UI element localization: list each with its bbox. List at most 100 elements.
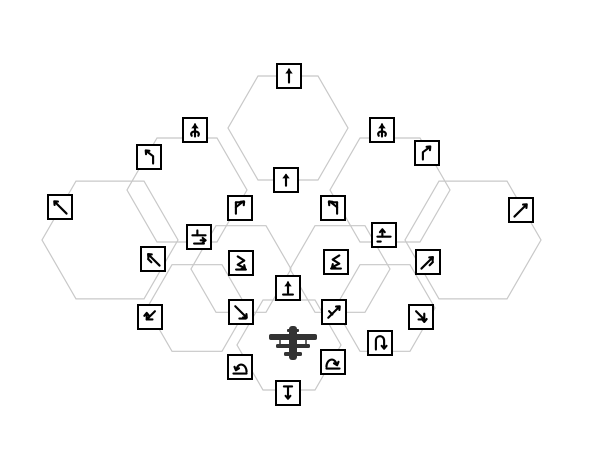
turn-right-arrow-icon <box>513 203 528 218</box>
hex-cell <box>329 137 451 243</box>
diagonal-arrow-icon <box>234 305 248 320</box>
card-hit-area[interactable] <box>48 195 72 219</box>
card-hit-area[interactable] <box>274 168 298 192</box>
card-hit-area[interactable] <box>370 118 394 142</box>
card-hit-area[interactable] <box>322 300 346 324</box>
hook-left-arrow-icon <box>143 310 156 321</box>
card-left-shift[interactable] <box>186 224 212 250</box>
card-bottom-down[interactable] <box>275 380 301 406</box>
hex-cell <box>126 137 248 243</box>
card-right-wide-turn[interactable] <box>415 249 441 275</box>
card-upper-right-loop[interactable] <box>369 117 395 143</box>
turn-left-arrow-icon <box>53 200 68 215</box>
hex-cell <box>227 75 349 181</box>
straight-arrow-down-icon <box>282 385 294 400</box>
card-hit-area[interactable] <box>187 225 211 249</box>
card-frame <box>137 304 163 330</box>
hex-cell <box>190 225 292 313</box>
card-frame <box>227 354 253 380</box>
card-top-straight[interactable] <box>276 63 302 89</box>
u-turn-arrow-icon <box>374 335 388 351</box>
card-hit-area[interactable] <box>324 250 348 274</box>
card-bottom-right-spin[interactable] <box>320 349 346 375</box>
card-frame <box>227 195 253 221</box>
straight-arrow-up-icon <box>282 173 290 187</box>
card-hit-area[interactable] <box>409 305 433 329</box>
card-lower-left-hook[interactable] <box>137 304 163 330</box>
hex-cell <box>404 180 542 300</box>
card-hit-area[interactable] <box>509 198 533 222</box>
card-hit-area[interactable] <box>228 355 252 379</box>
card-hit-area[interactable] <box>321 350 345 374</box>
card-left-bank-left[interactable] <box>136 144 162 170</box>
zigzag-arrow-icon <box>235 255 247 271</box>
card-frame <box>320 349 346 375</box>
hook-right-arrow-icon <box>415 310 428 323</box>
shift-left-arrow-icon <box>376 228 392 243</box>
card-hit-area[interactable] <box>415 141 439 165</box>
hex-cell <box>289 225 391 313</box>
card-lower-right-hook[interactable] <box>408 304 434 330</box>
card-hit-area[interactable] <box>141 247 165 271</box>
card-center-straight[interactable] <box>273 167 299 193</box>
card-left-wide-turn[interactable] <box>140 246 166 272</box>
card-hit-area[interactable] <box>276 276 300 300</box>
card-hit-area[interactable] <box>372 223 396 247</box>
wide-turn-right-arrow-icon <box>420 256 434 270</box>
card-left-zigzag[interactable] <box>228 250 254 276</box>
card-hit-area[interactable] <box>321 196 345 220</box>
card-hit-area[interactable] <box>229 251 253 275</box>
card-frame <box>276 63 302 89</box>
card-right-bank-right[interactable] <box>414 140 440 166</box>
card-inner-left-sideslip[interactable] <box>227 195 253 221</box>
wide-turn-left-arrow-icon <box>147 253 161 267</box>
shift-right-arrow-icon <box>191 229 207 245</box>
card-far-right-turn[interactable] <box>508 197 534 223</box>
card-hit-area[interactable] <box>228 196 252 220</box>
card-hit-area[interactable] <box>276 381 300 405</box>
card-frame <box>414 140 440 166</box>
bank-left-arrow-icon <box>144 149 155 165</box>
biplane-icon <box>269 326 317 360</box>
card-hit-area[interactable] <box>138 305 162 329</box>
zigzag-arrow-icon <box>330 254 342 270</box>
straight-arrow-up-icon <box>282 281 294 296</box>
diagonal-arrow-icon <box>327 305 341 319</box>
maneuver-cards <box>47 63 534 406</box>
card-frame <box>136 144 162 170</box>
card-hit-area[interactable] <box>277 64 301 88</box>
card-frame <box>508 197 534 223</box>
card-hit-area[interactable] <box>368 331 392 355</box>
card-frame <box>321 299 347 325</box>
card-inner-left-diagonal[interactable] <box>228 299 254 325</box>
card-right-uturn[interactable] <box>367 330 393 356</box>
card-right-zigzag[interactable] <box>323 249 349 275</box>
bank-right-arrow-icon <box>421 145 432 161</box>
card-frame <box>323 249 349 275</box>
card-upper-left-loop[interactable] <box>182 117 208 143</box>
card-frame <box>371 222 397 248</box>
card-hit-area[interactable] <box>416 250 440 274</box>
card-hit-area[interactable] <box>229 300 253 324</box>
card-center-low-straight[interactable] <box>275 275 301 301</box>
card-far-left-turn[interactable] <box>47 194 73 220</box>
card-hit-area[interactable] <box>183 118 207 142</box>
card-bottom-left-spin[interactable] <box>227 354 253 380</box>
loop-arrow-up-icon <box>190 123 200 138</box>
card-frame <box>186 224 212 250</box>
card-right-shift[interactable] <box>371 222 397 248</box>
spin-left-arrow-icon <box>232 363 248 375</box>
card-frame <box>367 330 393 356</box>
card-hit-area[interactable] <box>137 145 161 169</box>
card-inner-right-diagonal[interactable] <box>321 299 347 325</box>
sideslip-left-arrow-icon <box>234 200 246 215</box>
hex-cell <box>236 299 342 391</box>
card-inner-right-sideslip[interactable] <box>320 195 346 221</box>
loop-arrow-up-icon <box>377 123 387 138</box>
straight-arrow-up-icon <box>285 68 293 84</box>
hex-cell <box>41 180 179 300</box>
card-frame <box>320 195 346 221</box>
sideslip-right-arrow-icon <box>327 200 339 215</box>
spin-right-arrow-icon <box>325 358 341 370</box>
